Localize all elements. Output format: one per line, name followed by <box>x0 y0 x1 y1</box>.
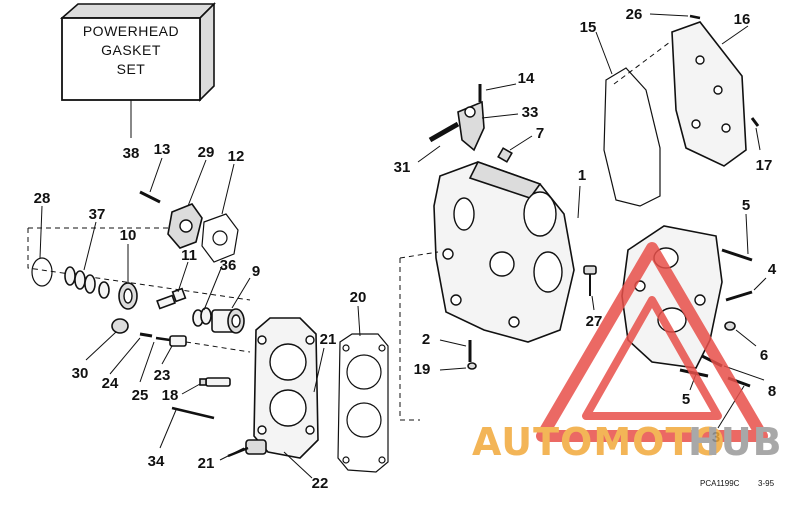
callout-33: 33 <box>522 104 539 121</box>
part-24-pin <box>139 332 153 338</box>
part-16-cover <box>671 21 747 167</box>
callout-4: 4 <box>768 261 777 278</box>
part-18-plug <box>199 377 231 387</box>
box-line-1: POWERHEAD <box>83 23 179 39</box>
reference-code-date: 3-95 <box>758 479 775 488</box>
alignment-line-block <box>399 258 420 421</box>
callout-23: 23 <box>154 367 171 384</box>
part-20-gasket <box>337 333 389 473</box>
box-front-face <box>61 17 201 101</box>
callout-5-lower: 5 <box>682 391 690 408</box>
part-30-nut <box>111 318 129 334</box>
callout-31: 31 <box>394 159 411 176</box>
callout-17: 17 <box>756 157 773 174</box>
callout-8: 8 <box>768 383 776 400</box>
callout-2: 2 <box>422 331 430 348</box>
callout-1: 1 <box>578 167 586 184</box>
part-7-fitting <box>497 147 513 163</box>
callout-34: 34 <box>148 453 165 470</box>
part-27-fitting <box>583 265 597 296</box>
part-33-bracket <box>457 100 485 152</box>
callout-18: 18 <box>162 387 179 404</box>
callout-27: 27 <box>586 313 603 330</box>
callout-21-lower: 21 <box>198 455 215 472</box>
part-25-pin <box>155 336 171 342</box>
part-13-screw <box>139 190 161 204</box>
callout-19: 19 <box>414 361 431 378</box>
gasket-set-box: POWERHEAD GASKET SET <box>59 2 216 138</box>
box-line-2: GASKET <box>101 42 161 58</box>
callout-26: 26 <box>626 6 643 23</box>
callout-7: 7 <box>536 125 544 142</box>
callout-10: 10 <box>120 227 137 244</box>
cylinder-head-group <box>219 305 389 479</box>
reference-code-id: PCA1199C <box>700 479 740 488</box>
callout-24: 24 <box>102 375 119 392</box>
part-15-gasket <box>603 67 661 207</box>
left-parts-group <box>27 157 251 449</box>
callout-9: 9 <box>252 263 260 280</box>
callout-21-upper: 21 <box>320 331 337 348</box>
part-28-oring <box>31 257 53 287</box>
part-31-pin <box>428 121 460 143</box>
part-12-gasket <box>201 213 239 263</box>
callout-labels: 38 13 29 12 28 37 10 11 36 9 30 24 25 23… <box>34 6 777 492</box>
watermark-text-gray: HUB <box>688 420 783 464</box>
part-34-bolt <box>171 406 215 420</box>
watermark-triangle-inner <box>582 296 722 420</box>
box-side-face <box>199 2 215 102</box>
part-5-bolt-upper <box>721 248 753 262</box>
callout-13: 13 <box>154 141 171 158</box>
box-top-face <box>59 3 216 19</box>
callout-36: 36 <box>220 257 237 274</box>
callout-20: 20 <box>350 289 367 306</box>
cylinder-block-group <box>399 83 581 421</box>
box-line-3: SET <box>117 61 146 77</box>
cover-group <box>595 13 761 207</box>
part-6-washer <box>724 321 736 331</box>
callout-16: 16 <box>734 11 751 28</box>
reference-code: PCA1199C 3-95 <box>700 479 775 488</box>
part-26-screw <box>689 14 701 20</box>
callout-5-upper: 5 <box>742 197 750 214</box>
part-9-housing <box>211 308 245 334</box>
watermark-logo: AUTOMOTO HUB <box>472 242 783 464</box>
part-11-fitting <box>156 287 187 310</box>
part-37-seals <box>64 266 110 299</box>
alignment-line-left <box>27 228 251 301</box>
callout-25: 25 <box>132 387 149 404</box>
part-23-fitting <box>169 335 187 347</box>
callout-29: 29 <box>198 144 215 161</box>
callout-30: 30 <box>72 365 89 382</box>
part-36-valve <box>192 307 212 327</box>
callout-38: 38 <box>123 145 140 162</box>
watermark-triangle-outer <box>536 242 768 442</box>
callout-12: 12 <box>228 148 245 165</box>
callout-22: 22 <box>312 475 329 492</box>
callout-37: 37 <box>89 206 106 223</box>
watermark-text-orange: AUTOMOTO <box>472 420 726 464</box>
callout-6: 6 <box>760 347 768 364</box>
callout-14: 14 <box>518 70 535 87</box>
callout-28: 28 <box>34 190 51 207</box>
part-19-nut <box>467 362 477 370</box>
part-17-pin <box>750 117 760 127</box>
part-4-bolt <box>725 290 753 302</box>
callout-15: 15 <box>580 19 597 36</box>
callout-11: 11 <box>181 247 197 264</box>
